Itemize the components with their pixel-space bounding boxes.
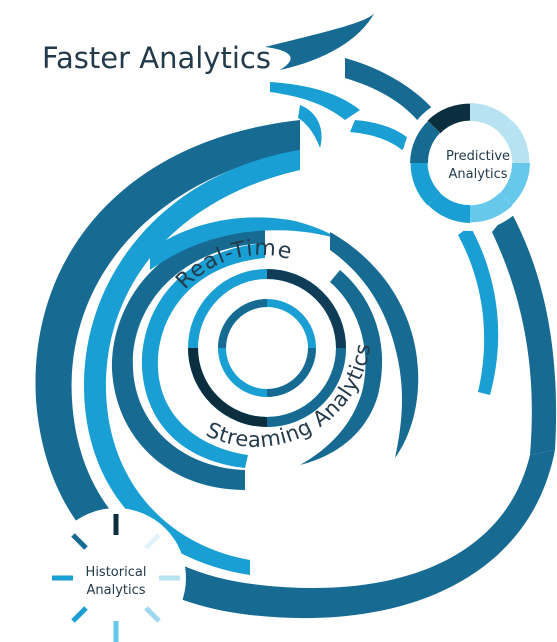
outer-spiral-inner-layer (83, 150, 300, 575)
page-title: Faster Analytics (42, 41, 271, 75)
predictive-seg-4 (500, 163, 530, 205)
predictive-label-line1: Predictive (446, 149, 510, 164)
historical-label-line1: Historical (86, 565, 147, 580)
center-ring-inner-right (266, 347, 316, 397)
historical-hub-ticks (52, 514, 180, 642)
swoosh-group (265, 12, 445, 150)
swoosh-mid (345, 58, 445, 130)
middle-spiral-top (150, 217, 342, 270)
swoosh-tail (298, 105, 322, 148)
swoosh-light (270, 82, 360, 120)
predictive-seg-8 (410, 121, 440, 163)
predictive-seg-3 (499, 120, 530, 163)
outer-spiral-right-inner (458, 226, 499, 395)
center-ring-inner-dark (218, 299, 268, 349)
middle-spiral-right (300, 270, 383, 465)
historical-tick-sw (71, 606, 88, 623)
historical-hub: Historical Analytics (46, 508, 186, 642)
swoosh-light-2 (350, 120, 410, 150)
center-ring-outer-bottom (188, 347, 268, 427)
swoosh-top (265, 12, 375, 70)
historical-tick-nw (71, 533, 88, 550)
predictive-hub-segments (410, 103, 530, 223)
middle-spiral-outer-right (330, 232, 419, 458)
middle-spiral-light (141, 243, 265, 468)
predictive-seg-2 (470, 103, 512, 133)
center-ring-outer-dark (266, 269, 346, 349)
predictive-seg-6 (428, 193, 470, 223)
middle-spiral-main (111, 225, 265, 490)
historical-tick-se (144, 606, 161, 623)
outer-spiral-right (492, 210, 557, 455)
outer-spiral (35, 120, 557, 619)
middle-spiral (111, 217, 419, 490)
predictive-seg-1 (427, 103, 470, 134)
predictive-seg-5 (470, 192, 513, 223)
predictive-hub: Predictive Analytics (402, 95, 538, 231)
center-rings (188, 269, 346, 427)
predictive-seg-7 (410, 163, 441, 206)
historical-tick-ne (144, 533, 161, 550)
center-ring-outer-right (266, 347, 346, 427)
historical-label-line2: Analytics (86, 583, 145, 598)
predictive-label-line2: Analytics (448, 167, 507, 182)
